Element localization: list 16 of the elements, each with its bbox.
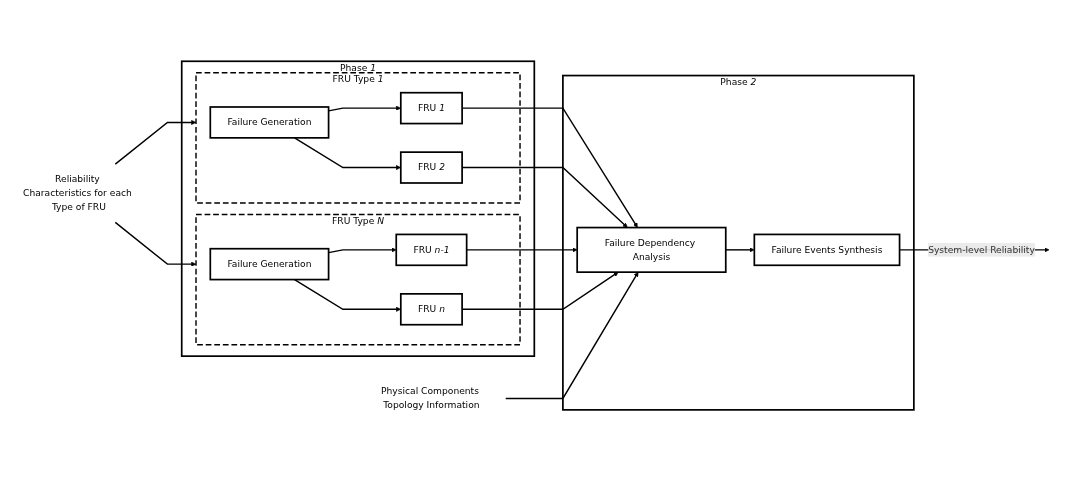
node-box: FRU n-1 (395, 233, 468, 267)
node-text: Reliability Characteristics for each Type of FRU (23, 173, 132, 213)
node-box: FRU 2 (399, 151, 463, 184)
arrow (293, 137, 401, 171)
arrow (114, 221, 197, 267)
arrow (725, 247, 755, 253)
edge-label: System-level Reliability (928, 244, 1035, 255)
node-box: Failure Generation (209, 106, 330, 139)
node-box: FRU n (399, 293, 463, 326)
node-box: Failure Generation (209, 247, 330, 281)
node-box: Failure Dependency Analysis (576, 226, 727, 273)
node-text: Physical Components Topology Information (381, 385, 480, 411)
arrow (505, 271, 639, 400)
arrow (114, 119, 197, 165)
node-box: FRU 1 (399, 91, 463, 125)
node-box: Failure Events Synthesis (753, 233, 901, 267)
